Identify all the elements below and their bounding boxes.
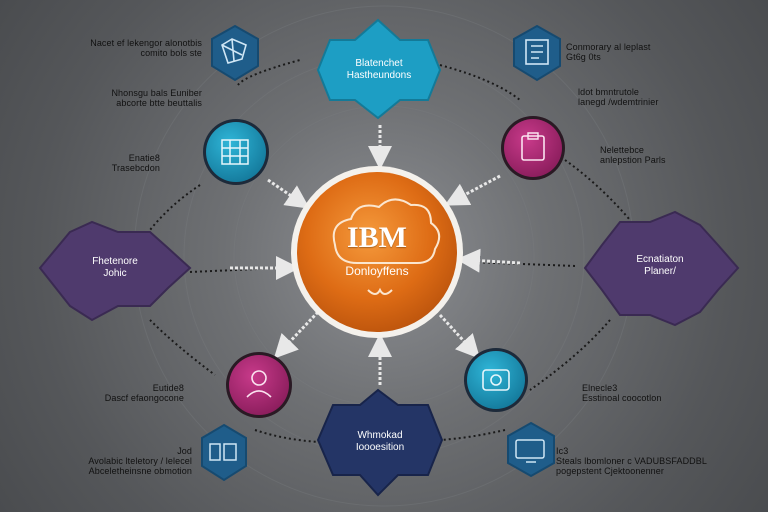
label-top-right: Conmorary al leplast Gt6g 0ts — [566, 42, 756, 62]
label-top-left-line2: comito bols ste — [140, 48, 202, 58]
label-bottom-left-line2: Avolabic lteletory / lelecel — [88, 456, 192, 466]
connector-right — [469, 261, 576, 267]
folder-icon — [209, 443, 221, 461]
label-top-left: Nacet ef lekengor alonotbis comito bols … — [10, 38, 202, 58]
label-bottom-right-line2: Steals lbomloner c VADUBSFADDBL — [556, 456, 707, 466]
top-shape-text: Blatenchet Hastheundons — [318, 58, 440, 82]
document-icon — [525, 39, 549, 65]
left-shape-label: Fhetenore Johic — [92, 256, 138, 279]
label-lower-left-line1: Eutide8 — [152, 383, 184, 393]
arrow-bottom-right — [438, 313, 481, 359]
node-right-shape — [583, 210, 740, 327]
monitor-icon — [515, 439, 545, 459]
label-bottom-left-line3: Abceletheinsne obmotion — [88, 466, 192, 476]
label-mid-right: Nelettebce anlepstion Parls — [600, 145, 750, 165]
label-top-right-sub: ldot bmntrutole lanegd /wdemtrinier — [578, 87, 758, 107]
cloud-base-icon — [367, 287, 393, 295]
cloud-head-icon — [332, 198, 441, 264]
right-shape-label: Ecnatiaton Planer/ — [636, 254, 684, 277]
label-mid-right-line2: anlepstion Parls — [600, 155, 666, 165]
connector-bottom-right — [439, 429, 506, 441]
connector-lower-left — [149, 319, 216, 376]
center-title: IBM — [347, 221, 407, 254]
label-top-right-line2: Gt6g 0ts — [566, 52, 601, 62]
label-top-right-line1: Conmorary al leplast — [566, 42, 651, 52]
arrows — [230, 125, 521, 385]
grid-icon — [221, 139, 249, 165]
label-lower-left-line2: Dascf efaongocone — [104, 393, 184, 403]
connector-mid-left — [149, 184, 201, 231]
label-mid-left-line1: Enatie8 — [128, 153, 160, 163]
label-bottom-left: Jod Avolabic lteletory / lelecel Abcelet… — [8, 446, 192, 476]
label-top-right-sub-line2: lanegd /wdemtrinier — [578, 97, 659, 107]
label-bottom-right: Ic3 Steals lbomloner c VADUBSFADDBL poge… — [556, 446, 756, 476]
label-bottom-right-line3: pogepstent Cjektoonenner — [556, 466, 664, 476]
camera-icon — [482, 369, 510, 391]
bottom-shape-text: Whmokad Ioooesition — [322, 430, 438, 454]
label-top-left-sub-line2: abcorte btte beuttalis — [116, 98, 202, 108]
node-bottom-shape — [316, 388, 444, 497]
arrow-top-right — [444, 174, 501, 206]
label-top-left-sub-line1: Nhonsgu bals Euniber — [111, 88, 202, 98]
arrow-bottom-left — [273, 310, 320, 359]
node-right-circle — [501, 116, 565, 180]
node-left-circle — [203, 119, 269, 185]
label-lower-right: Elnecle3 Esstinoal coocotlon — [582, 383, 752, 403]
label-mid-left-line2: Trasebcdon — [111, 163, 160, 173]
label-lower-right-line1: Elnecle3 — [582, 383, 618, 393]
connector-mid-right — [564, 159, 631, 221]
network-icon — [221, 38, 247, 64]
arrow-right — [456, 248, 521, 273]
right-shape-text: Ecnatiaton Planer/ — [600, 254, 720, 278]
label-top-left-line1: Nacet ef lekengor alonotbis — [90, 38, 202, 48]
label-top-left-sub: Nhonsgu bals Euniber abcorte btte beutta… — [40, 88, 202, 108]
node-lower-right-circle — [464, 348, 528, 412]
node-lower-left-circle — [226, 352, 292, 418]
connector-lower-right — [529, 319, 611, 391]
left-shape-text: Fhetenore Johic — [60, 256, 170, 280]
node-top-shape — [316, 18, 442, 120]
connector-top-right — [439, 64, 521, 101]
label-mid-right-line1: Nelettebce — [600, 145, 645, 155]
connector-bottom-left — [254, 429, 321, 443]
node-top-right-hex — [513, 24, 561, 82]
bottom-shape-label: Whmokad Ioooesition — [355, 430, 405, 453]
center-node — [291, 166, 463, 338]
top-shape-label: Blatenchet Hastheundons — [346, 58, 412, 81]
clipboard-icon — [521, 135, 545, 161]
node-bottom-left-hex — [201, 423, 247, 482]
label-lower-right-line2: Esstinoal coocotlon — [582, 393, 662, 403]
label-lower-left: Eutide8 Dascf efaongocone — [60, 383, 184, 403]
node-bottom-right-hex — [507, 421, 555, 478]
node-top-left-hex — [211, 24, 259, 82]
arrow-top-left — [267, 178, 310, 209]
label-bottom-left-line1: Jod — [177, 446, 192, 456]
label-mid-left: Enatie8 Trasebcdon — [60, 153, 160, 173]
label-top-right-sub-line1: ldot bmntrutole — [578, 87, 640, 97]
label-bottom-right-line1: Ic3 — [556, 446, 569, 456]
center-subtitle: Donloyffens — [345, 264, 409, 278]
node-left-shape — [38, 220, 192, 322]
person-icon — [251, 370, 267, 386]
